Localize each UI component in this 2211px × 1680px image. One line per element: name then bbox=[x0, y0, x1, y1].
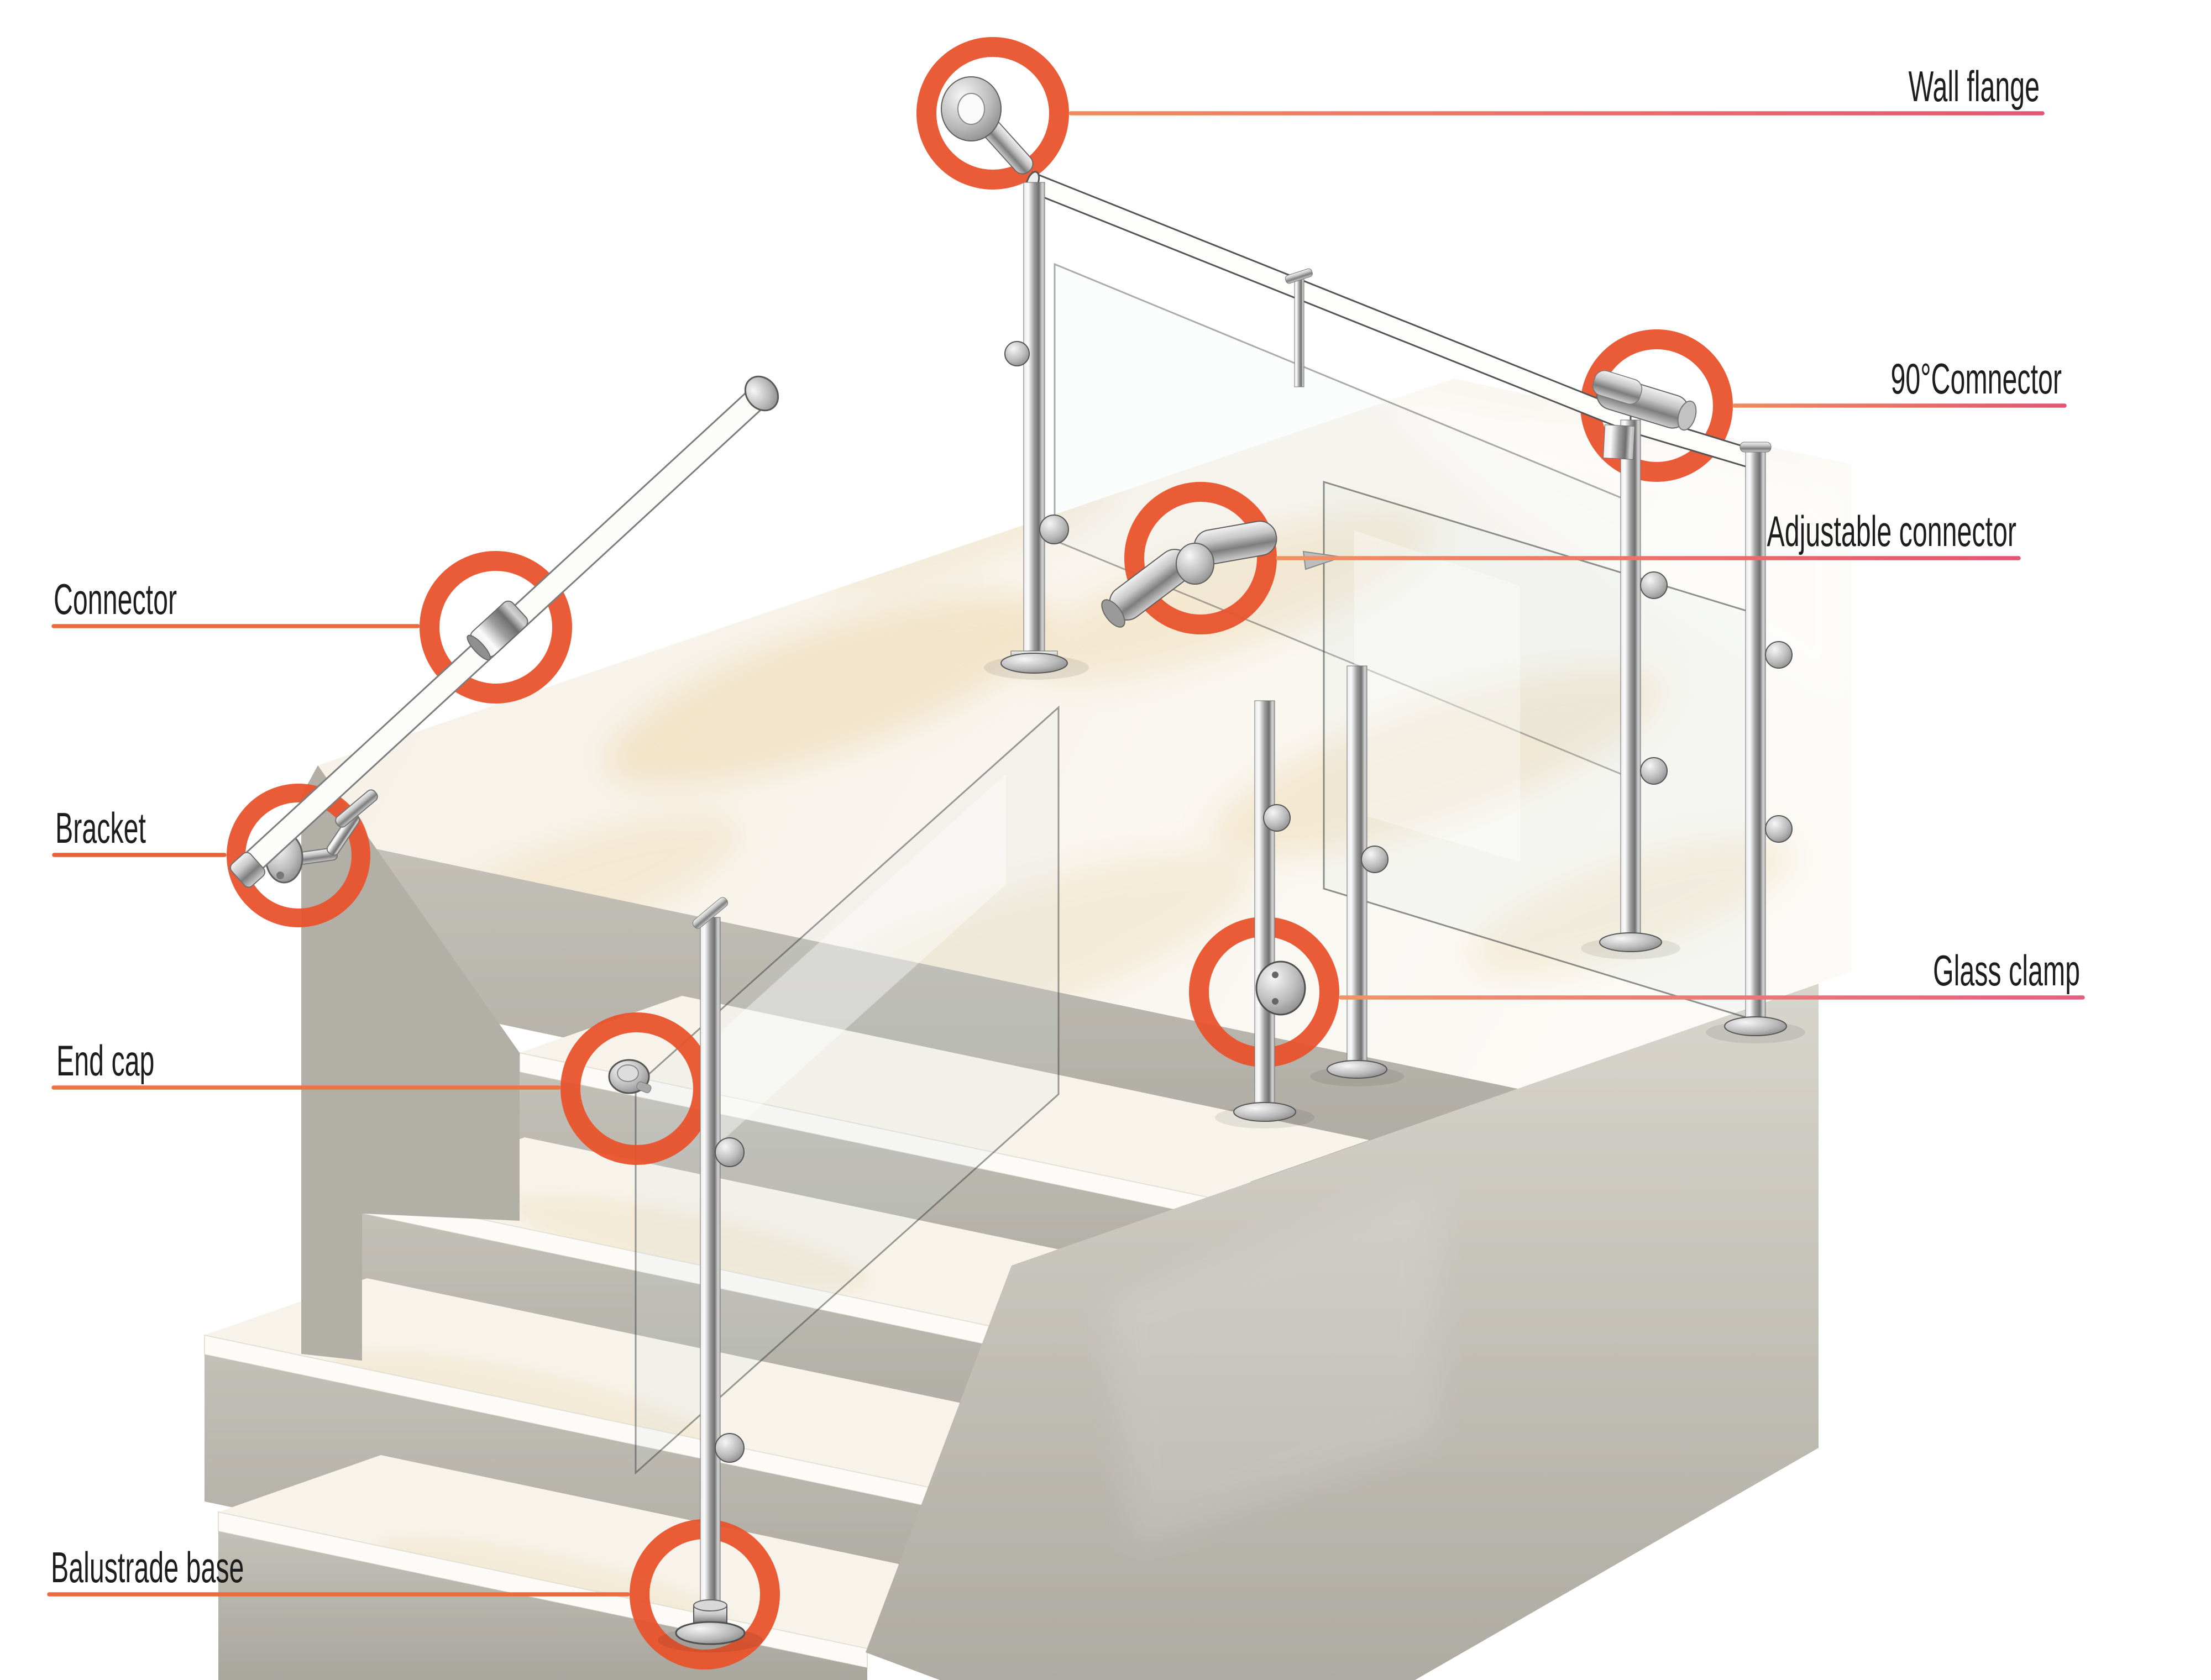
floating-handrail bbox=[228, 375, 779, 888]
stair-left-face bbox=[301, 765, 520, 1361]
post-stair bbox=[675, 897, 746, 1645]
label-balustrade-base: Balustrade base bbox=[51, 1543, 244, 1592]
ring-connector bbox=[420, 551, 572, 704]
glass-clamp-part bbox=[1255, 960, 1306, 1016]
post-landing-mid bbox=[1327, 665, 1389, 1079]
ring-wall-flange bbox=[916, 37, 1069, 190]
tread-top bbox=[205, 1278, 1091, 1487]
glass-clamp-small bbox=[1004, 341, 1030, 366]
glass-panels bbox=[635, 262, 1760, 1475]
label-glass-clamp: Glass clamp bbox=[1933, 946, 2080, 995]
post-landing-left bbox=[1000, 182, 1069, 674]
post-glass-clamp bbox=[1233, 700, 1306, 1122]
railing-system bbox=[228, 76, 1805, 1652]
post-far-right bbox=[1724, 442, 1793, 1036]
ring-adjustable-connector bbox=[1124, 482, 1277, 634]
labels: Wall flange 90°Comnector Adjustable conn… bbox=[51, 62, 2080, 1592]
tread-top bbox=[218, 1455, 1030, 1649]
adjustable-connector-part bbox=[1101, 521, 1343, 628]
pin-part bbox=[1302, 550, 1343, 570]
connector-part bbox=[467, 600, 528, 661]
tread-top bbox=[520, 996, 1369, 1197]
mid-rail-stem bbox=[1294, 279, 1304, 387]
leader-lines bbox=[47, 111, 2085, 1597]
ring-bracket bbox=[227, 784, 370, 927]
handrail-end-cap bbox=[744, 375, 779, 412]
label-adjustable-connector: Adjustable connector bbox=[1767, 507, 2016, 555]
label-bracket: Bracket bbox=[55, 804, 146, 852]
stair-glass-panel bbox=[635, 705, 1060, 1475]
label-connector: Connector bbox=[54, 575, 177, 623]
post-landing-right bbox=[1599, 419, 1668, 952]
label-wall-flange: Wall flange bbox=[1909, 62, 2040, 111]
balustrade-base-part bbox=[675, 1599, 746, 1645]
bracket-part bbox=[265, 789, 378, 884]
end-cap-part bbox=[608, 1059, 652, 1094]
wall-flange-part bbox=[941, 76, 1034, 175]
label-end-cap: End cap bbox=[56, 1036, 154, 1085]
90-connector-part bbox=[1592, 370, 1697, 460]
label-90-connector: 90°Comnector bbox=[1890, 354, 2062, 403]
glass-clamp-small bbox=[1039, 514, 1069, 544]
